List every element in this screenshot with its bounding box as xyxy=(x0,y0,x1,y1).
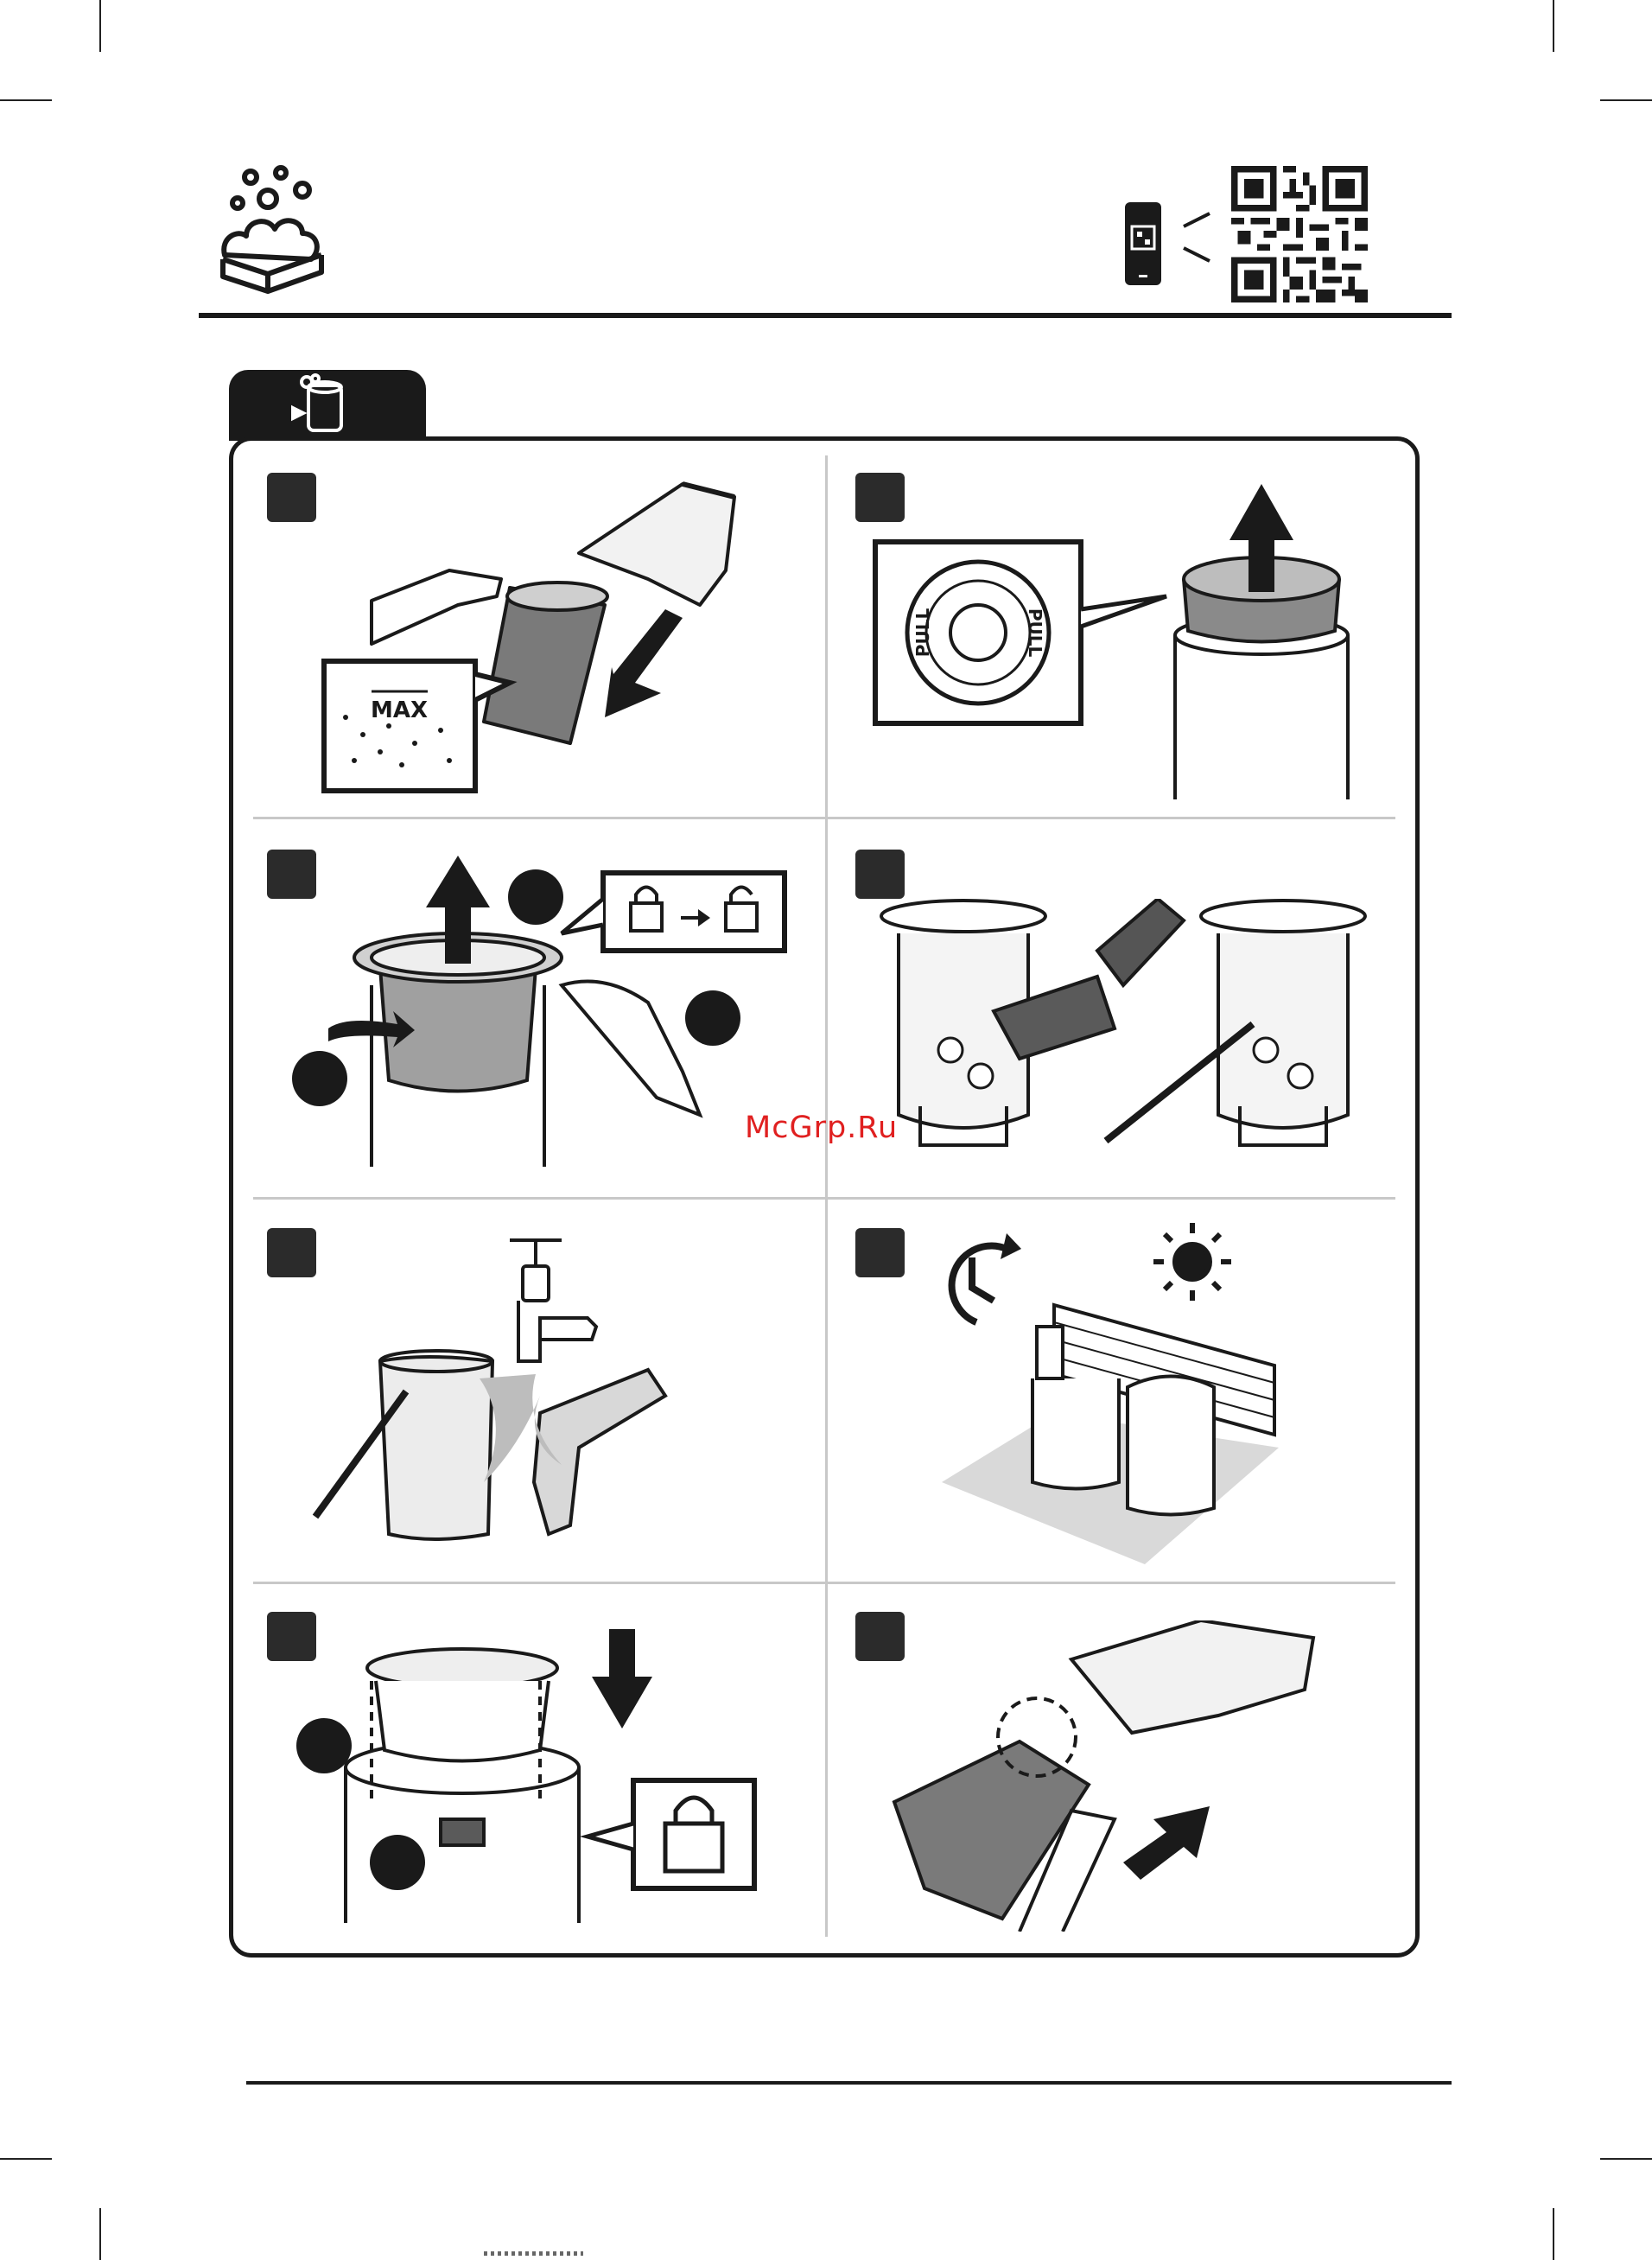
crop-mark xyxy=(0,99,52,101)
panel-divider-horizontal xyxy=(253,817,1395,819)
max-label: MAX xyxy=(371,697,428,723)
step-marker-5 xyxy=(267,1228,316,1277)
crop-mark xyxy=(99,0,101,52)
crop-mark xyxy=(1600,99,1652,101)
print-registration-marks xyxy=(484,2251,583,2256)
clock-timer-icon xyxy=(952,1246,1007,1322)
panel-divider-vertical xyxy=(825,455,828,1937)
panel-5-illustration xyxy=(311,1223,708,1564)
step-marker-4 xyxy=(855,850,905,899)
panel-2-illustration: PULL PULL xyxy=(868,480,1369,808)
step-marker-1 xyxy=(267,473,316,522)
watermark: McGrp.Ru xyxy=(745,1111,898,1145)
panel-3-illustration xyxy=(285,856,804,1175)
phone-qr-scan-icon xyxy=(1123,201,1218,287)
crop-mark xyxy=(1553,0,1554,52)
crop-mark xyxy=(1553,2208,1554,2260)
panel-4-illustration xyxy=(873,899,1382,1158)
panel-6-illustration xyxy=(924,1223,1313,1569)
panel-divider-horizontal xyxy=(253,1197,1395,1200)
crop-mark xyxy=(0,2158,52,2160)
dust-bin-clean-icon xyxy=(289,373,354,436)
sun-icon xyxy=(1153,1223,1231,1301)
header-rule xyxy=(199,313,1452,318)
pull-label-right: PULL xyxy=(1025,608,1045,658)
washing-foam-icon xyxy=(216,160,328,298)
panel-divider-horizontal xyxy=(253,1582,1395,1584)
panel-7-illustration xyxy=(289,1629,773,1927)
pull-label-left: PULL xyxy=(912,608,933,658)
crop-mark xyxy=(1600,2158,1652,2160)
panel-1-illustration: MAX xyxy=(320,475,804,804)
qr-code-icon xyxy=(1231,166,1368,302)
step-marker-6 xyxy=(855,1228,905,1277)
panel-8-illustration xyxy=(890,1620,1357,1932)
crop-mark xyxy=(99,2208,101,2260)
footer-rule xyxy=(246,2081,1452,2085)
